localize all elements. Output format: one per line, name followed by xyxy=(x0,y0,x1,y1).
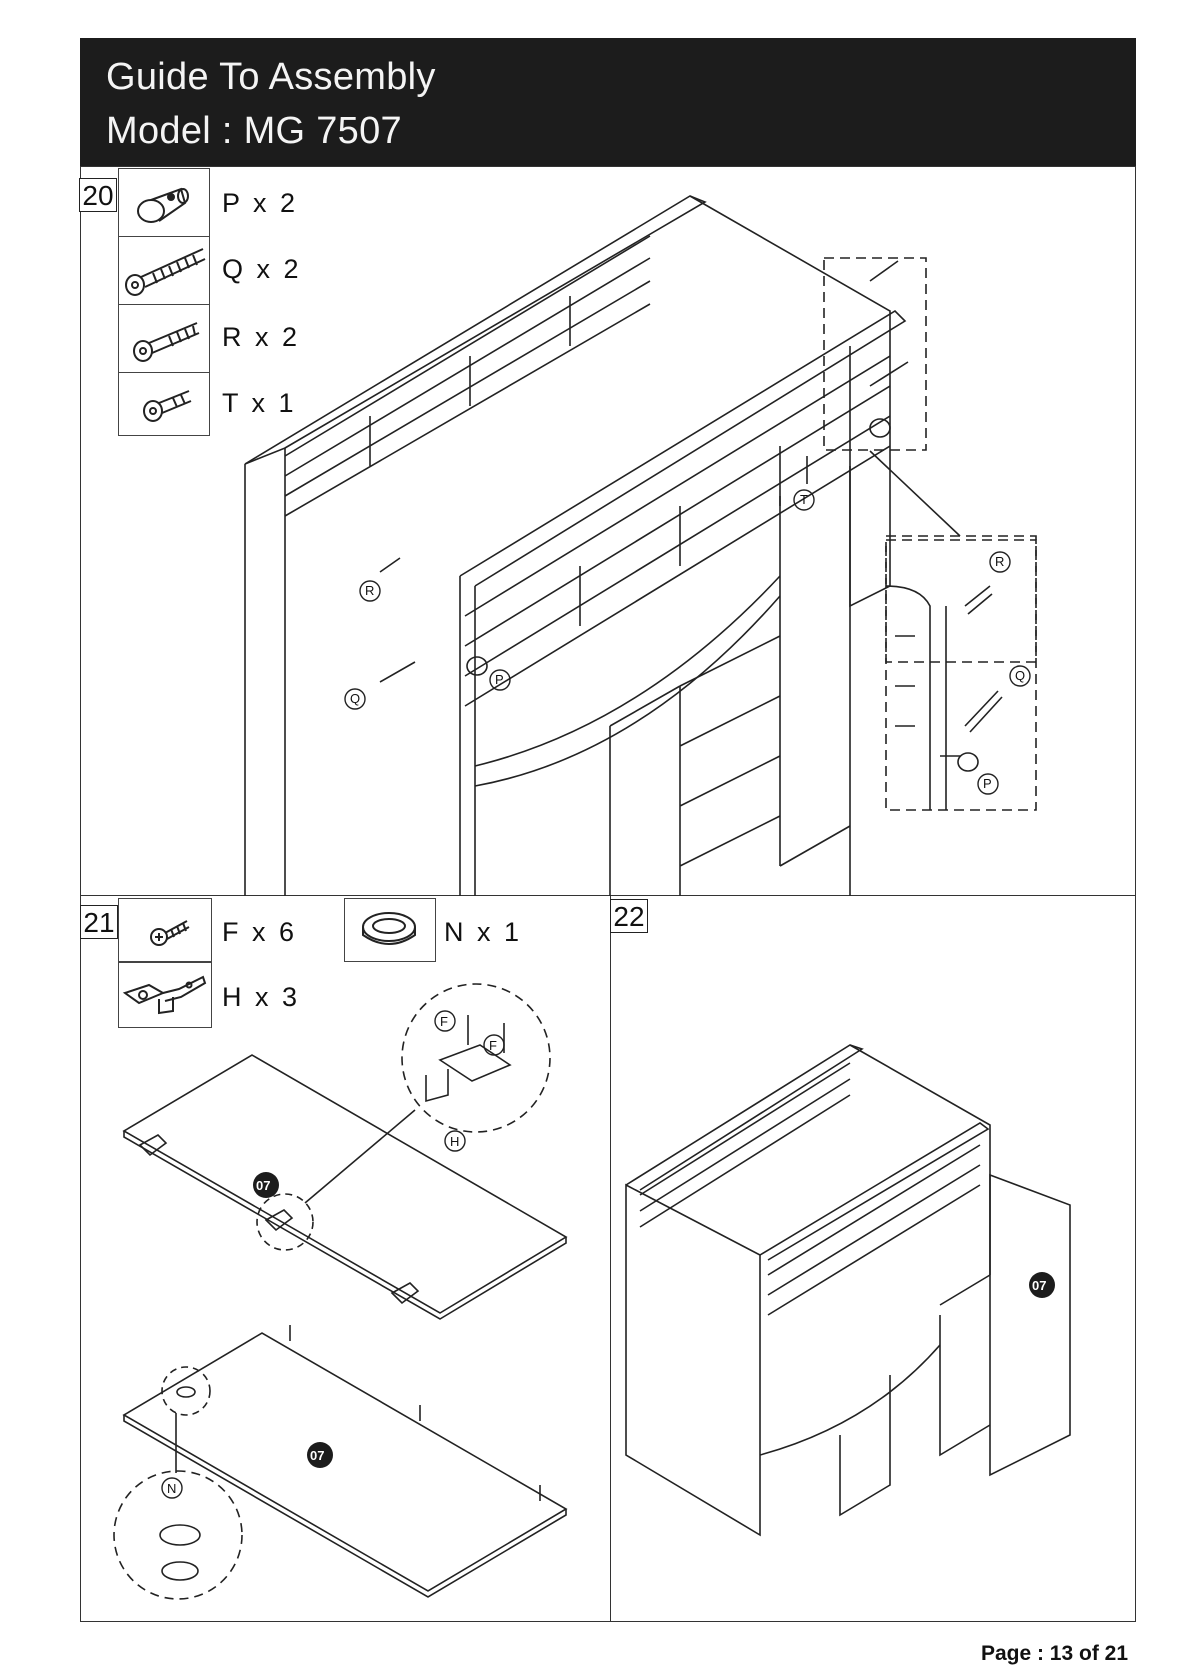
callout-h: H xyxy=(450,1134,459,1149)
document-title: Guide To Assembly xyxy=(106,56,436,99)
callout-t: T xyxy=(800,492,808,507)
panel-marker-07-upper: 07 xyxy=(256,1178,270,1193)
callout-f-2: F xyxy=(489,1038,497,1053)
callout-r-detail: R xyxy=(995,554,1004,569)
callout-p-detail: P xyxy=(983,776,992,791)
callout-q-left: Q xyxy=(350,691,360,706)
model-number: Model : MG 7507 xyxy=(106,110,402,153)
page-number: Page : 13 of 21 xyxy=(981,1642,1128,1666)
step-21-door-diagram xyxy=(80,895,611,1622)
step-22-assembled-diagram xyxy=(610,895,1136,1622)
callout-r-left: R xyxy=(365,583,374,598)
step-20-bed-diagram xyxy=(80,166,1136,896)
panel-marker-07-door: 07 xyxy=(1032,1278,1046,1293)
callout-p-left: P xyxy=(495,672,504,687)
callout-f-1: F xyxy=(440,1014,448,1029)
document-header: Guide To Assembly Model : MG 7507 xyxy=(80,38,1136,166)
callout-q-detail: Q xyxy=(1015,668,1025,683)
panel-marker-07-lower: 07 xyxy=(310,1448,324,1463)
callout-n: N xyxy=(167,1481,176,1496)
